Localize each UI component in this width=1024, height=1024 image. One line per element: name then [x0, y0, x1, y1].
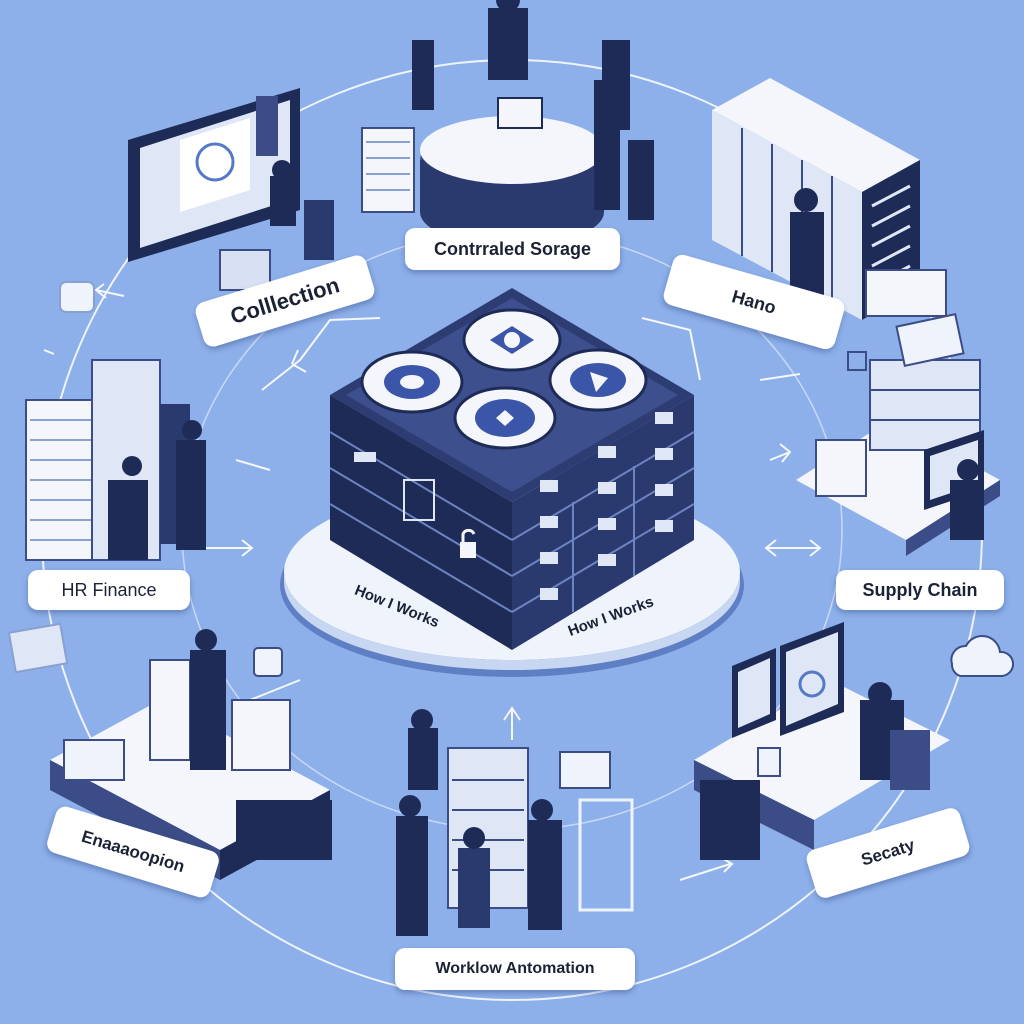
illustration-security-desk	[694, 622, 950, 860]
arrow-supply-top	[769, 443, 792, 463]
check-icon	[453, 386, 557, 450]
illustration-hr-files	[25, 359, 206, 561]
arrow-collection	[261, 317, 381, 391]
label-text: Hano	[729, 285, 779, 318]
label-text: HR Finance	[61, 579, 157, 600]
label-workflow-automation: Worklow Antomation	[395, 948, 635, 990]
lock-icon	[460, 528, 476, 558]
illustration-workflow-group	[396, 709, 634, 936]
cloud-icon	[950, 635, 1014, 677]
label-text: Worklow Antomation	[435, 960, 595, 977]
illustration-meeting	[361, 0, 654, 246]
label-supply-chain: Supply Chain	[836, 570, 1004, 610]
square-icon	[847, 351, 867, 371]
illustration-monitor	[128, 88, 334, 291]
arrow-left-top	[94, 283, 125, 299]
illustration-server-rack	[712, 78, 947, 320]
label-hr-finance: HR Finance	[28, 570, 190, 610]
globe-icon	[360, 350, 464, 414]
arrow-hano-short	[759, 373, 801, 381]
label-text: Supply Chain	[862, 579, 978, 600]
label-text: Contrraled Sorage	[433, 238, 592, 259]
label-centralized-storage: Contrraled Sorage	[405, 228, 620, 270]
shield-icon	[548, 348, 648, 412]
arrow-hr-top	[235, 459, 271, 471]
arrow-hano	[641, 317, 701, 381]
label-text: Secaty	[858, 835, 917, 870]
arrow-encryption	[249, 679, 301, 701]
gear-icon	[462, 308, 562, 372]
illustration-supply-desk	[796, 313, 1000, 556]
box-icon	[59, 281, 95, 313]
central-storage-cube	[329, 288, 695, 650]
